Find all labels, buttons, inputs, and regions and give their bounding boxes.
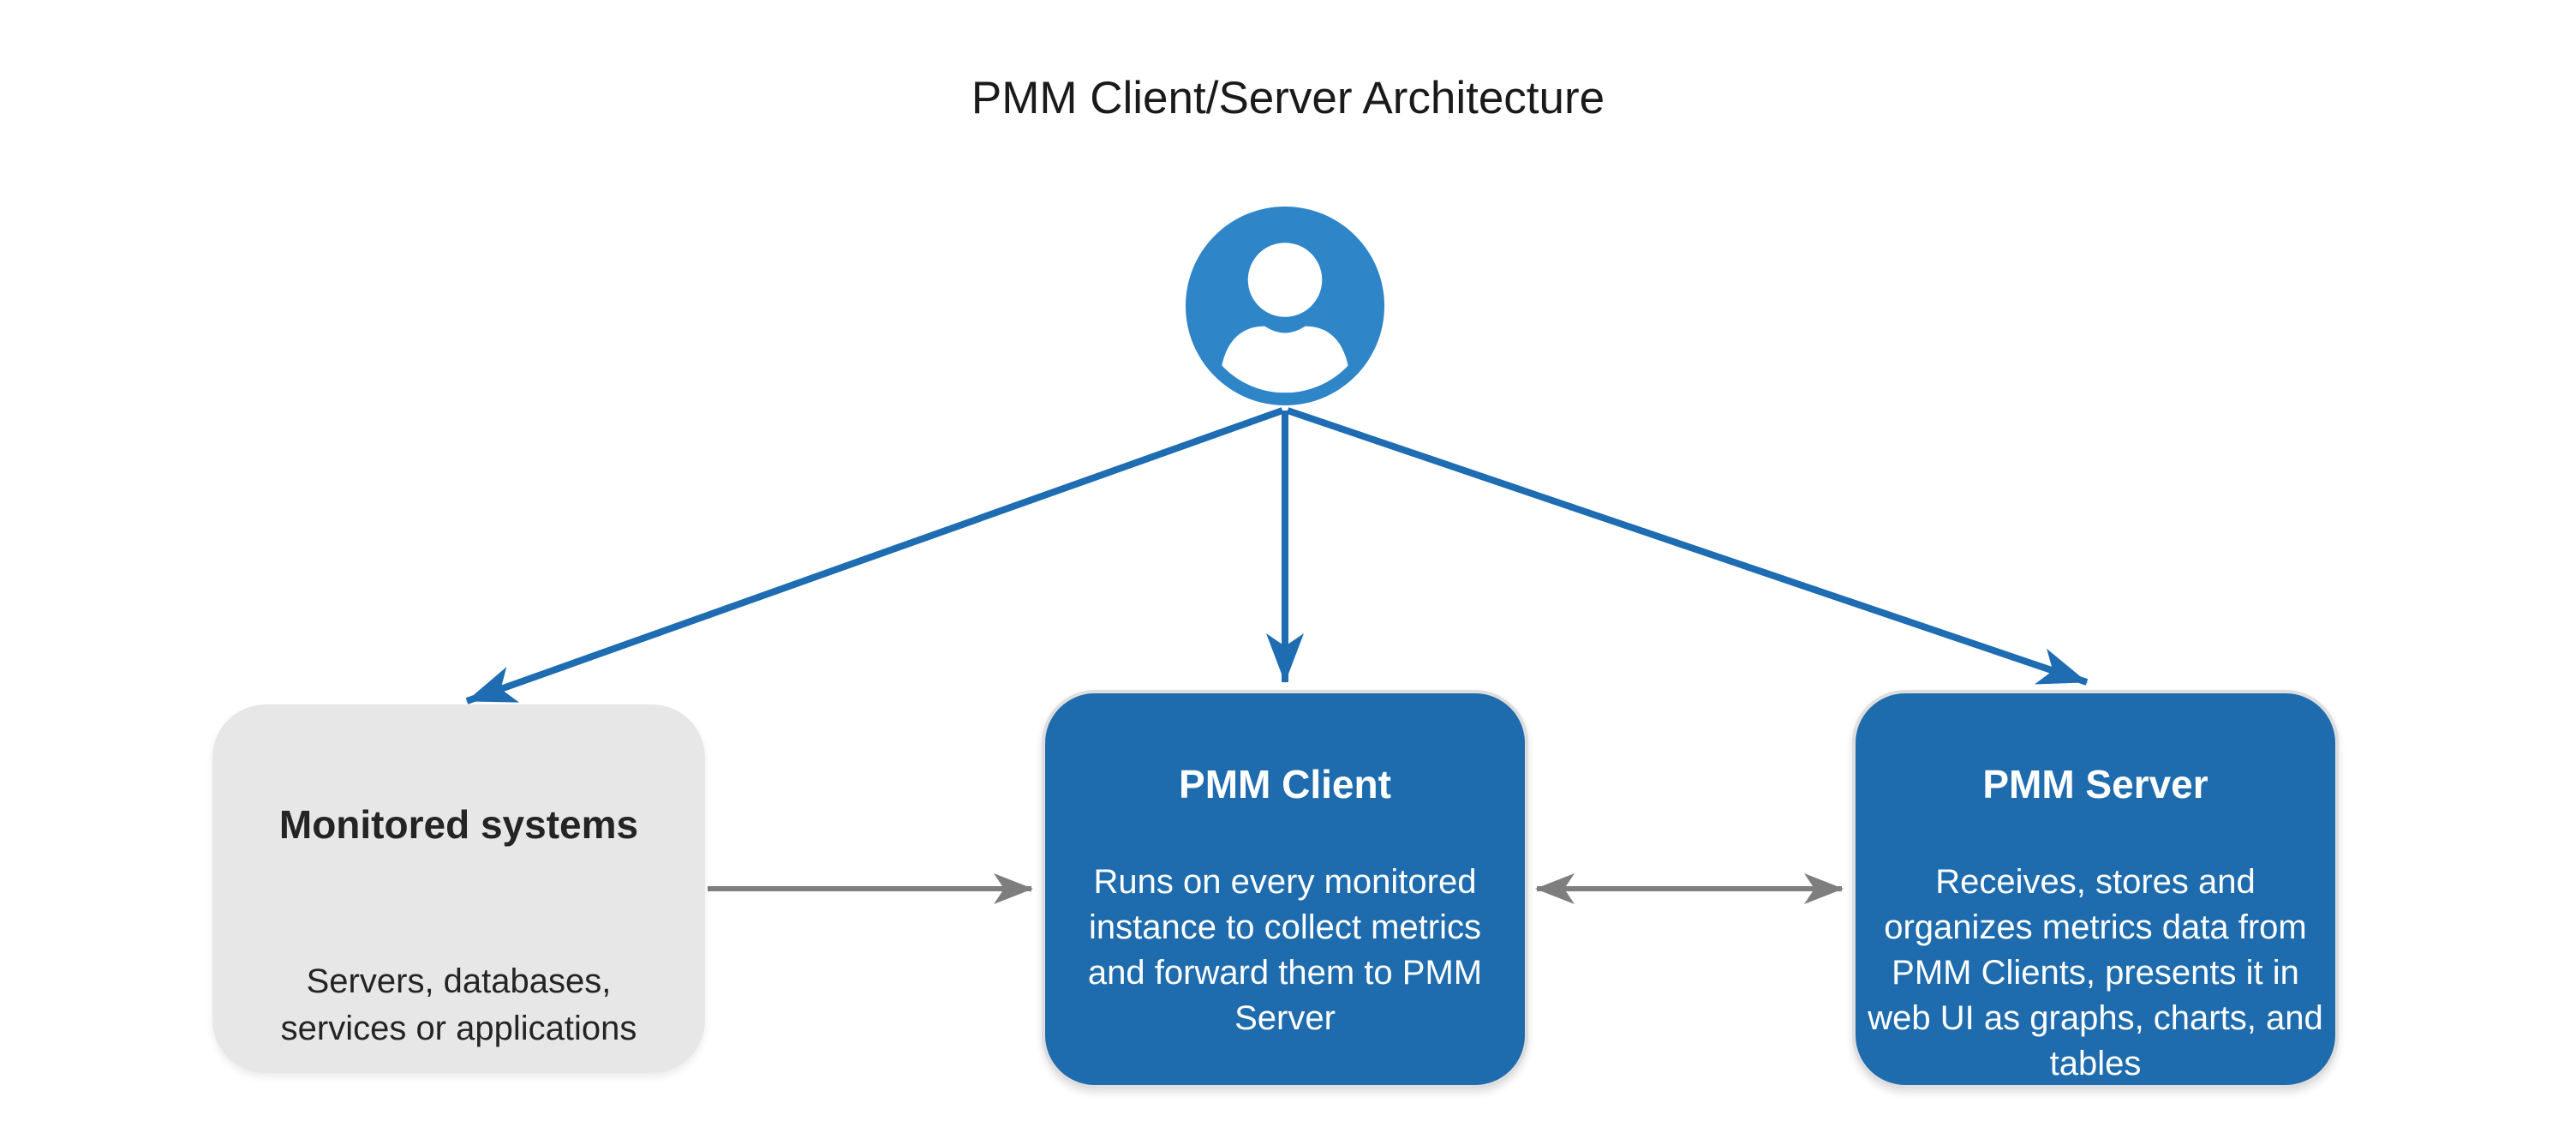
node-monitored-systems-title: Monitored systems xyxy=(278,802,639,847)
edge-user-to-monitored-systems xyxy=(465,407,1284,704)
node-monitored-systems-body: Servers, databases, services or applicat… xyxy=(280,962,637,1047)
user-icon-shoulders xyxy=(1219,326,1351,393)
node-pmm-client-title: PMM Client xyxy=(1179,762,1391,806)
node-monitored-systems: Monitored systems Servers, databases, se… xyxy=(212,704,705,1073)
diagram-title: PMM Client/Server Architecture xyxy=(971,73,1605,123)
node-pmm-server-title: PMM Server xyxy=(1982,762,2208,806)
node-pmm-server: PMM Server Receives, stores and organize… xyxy=(1852,690,2339,1088)
node-pmm-server-body: Receives, stores and organizes metrics d… xyxy=(1868,863,2323,1082)
edge-user-to-pmm-server xyxy=(1286,407,2089,686)
node-pmm-client: PMM Client Runs on every monitored insta… xyxy=(1042,690,1528,1088)
node-pmm-client-body: Runs on every monitored instance to coll… xyxy=(1087,863,1483,1037)
user-icon-head xyxy=(1247,243,1323,317)
user-icon xyxy=(1185,206,1385,406)
